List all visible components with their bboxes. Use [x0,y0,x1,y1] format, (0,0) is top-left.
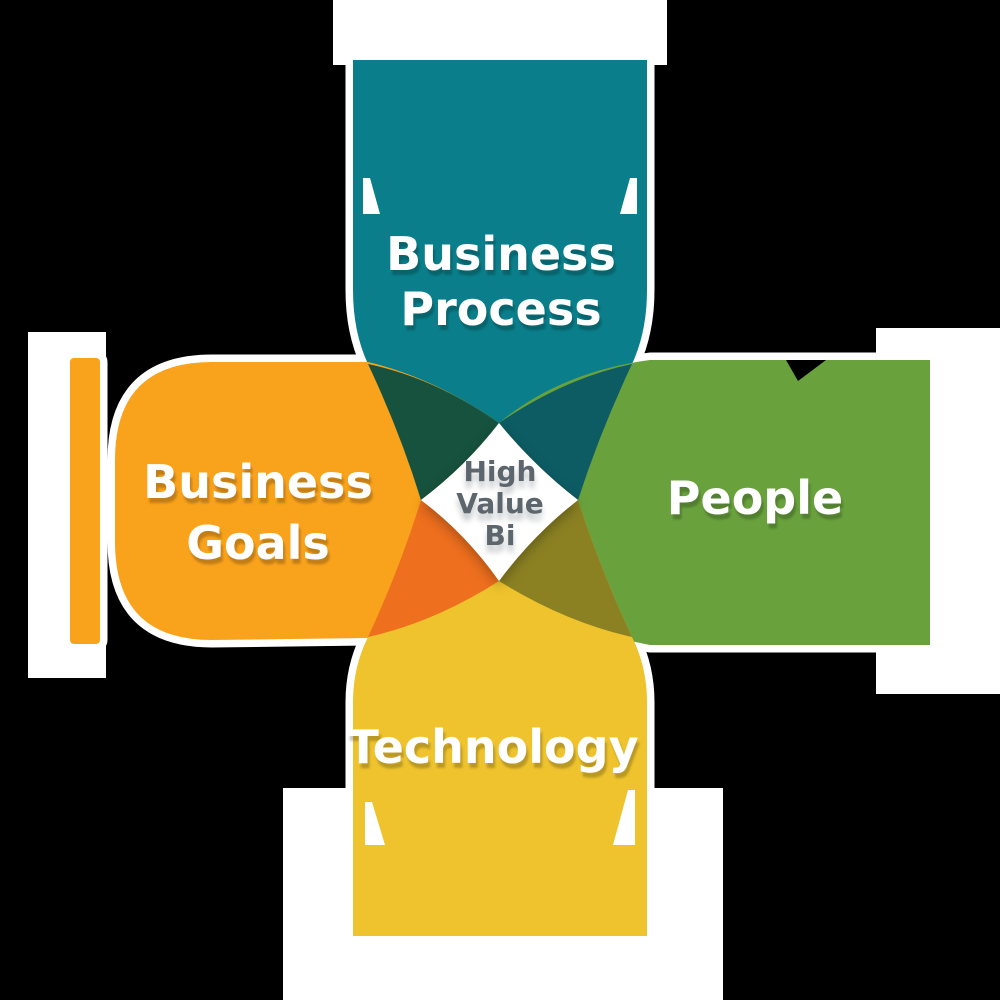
label-layer: Business Process Business Goals People T… [143,227,843,774]
seam-details [363,178,826,845]
center-text-group: High Value Bi [456,455,544,552]
accent-bar-left [70,358,100,644]
seam-notch-top-left [363,178,380,214]
seam-notch-top-right [620,178,637,214]
center-text-line1: High [463,455,536,488]
center-diamond-badge [421,423,578,581]
overlap-people-technology [499,500,632,637]
label-business-process-line2: Process [400,282,601,336]
center-text-line2: Value [456,487,544,520]
label-business-process-line1: Business [386,227,616,281]
overlap-process-people [499,364,632,500]
seam-notch-bottom-left [365,802,385,845]
center-text-line3: Bi [485,519,516,552]
label-technology: Technology [347,720,638,774]
seam-notch-bottom-right [613,790,635,845]
seam-notch-right-petal [786,360,826,381]
label-business-goals-line1: Business [143,455,373,509]
overlap-goals-technology [368,500,499,637]
overlap-process-goals [368,364,499,500]
label-business-goals-line2: Goals [186,516,330,570]
overlap-layer [368,364,632,637]
label-people: People [667,471,843,525]
